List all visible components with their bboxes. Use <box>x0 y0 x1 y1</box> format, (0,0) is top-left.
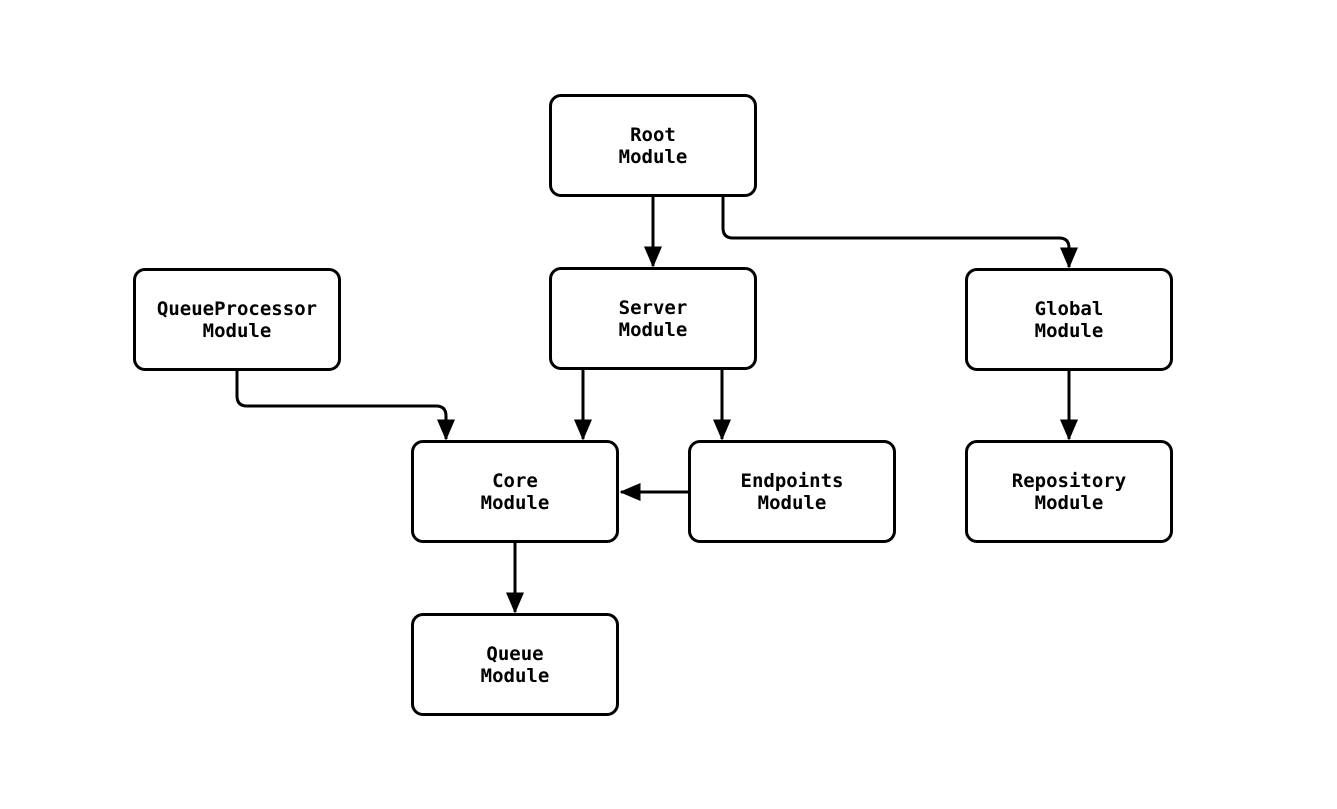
edge-queueprocessor-to-core <box>235 371 455 441</box>
node-queue-module: Queue Module <box>411 613 619 716</box>
node-endpoints-module-label: Endpoints Module <box>740 469 844 514</box>
node-queue-module-label: Queue Module <box>480 642 550 687</box>
node-root-module-label: Root Module <box>618 123 688 168</box>
edge-root-to-global <box>721 197 1078 269</box>
node-repository-module: Repository Module <box>965 440 1173 543</box>
node-core-module-label: Core Module <box>480 469 550 514</box>
node-endpoints-module: Endpoints Module <box>688 440 896 543</box>
node-server-module: Server Module <box>549 267 757 370</box>
node-queueprocessor-module: QueueProcessor Module <box>133 268 341 371</box>
node-repository-module-label: Repository Module <box>1011 469 1127 514</box>
node-server-module-label: Server Module <box>618 296 688 341</box>
node-root-module: Root Module <box>549 94 757 197</box>
node-global-module: Global Module <box>965 268 1173 371</box>
node-queueprocessor-module-label: QueueProcessor Module <box>156 297 318 342</box>
node-global-module-label: Global Module <box>1034 297 1104 342</box>
node-core-module: Core Module <box>411 440 619 543</box>
